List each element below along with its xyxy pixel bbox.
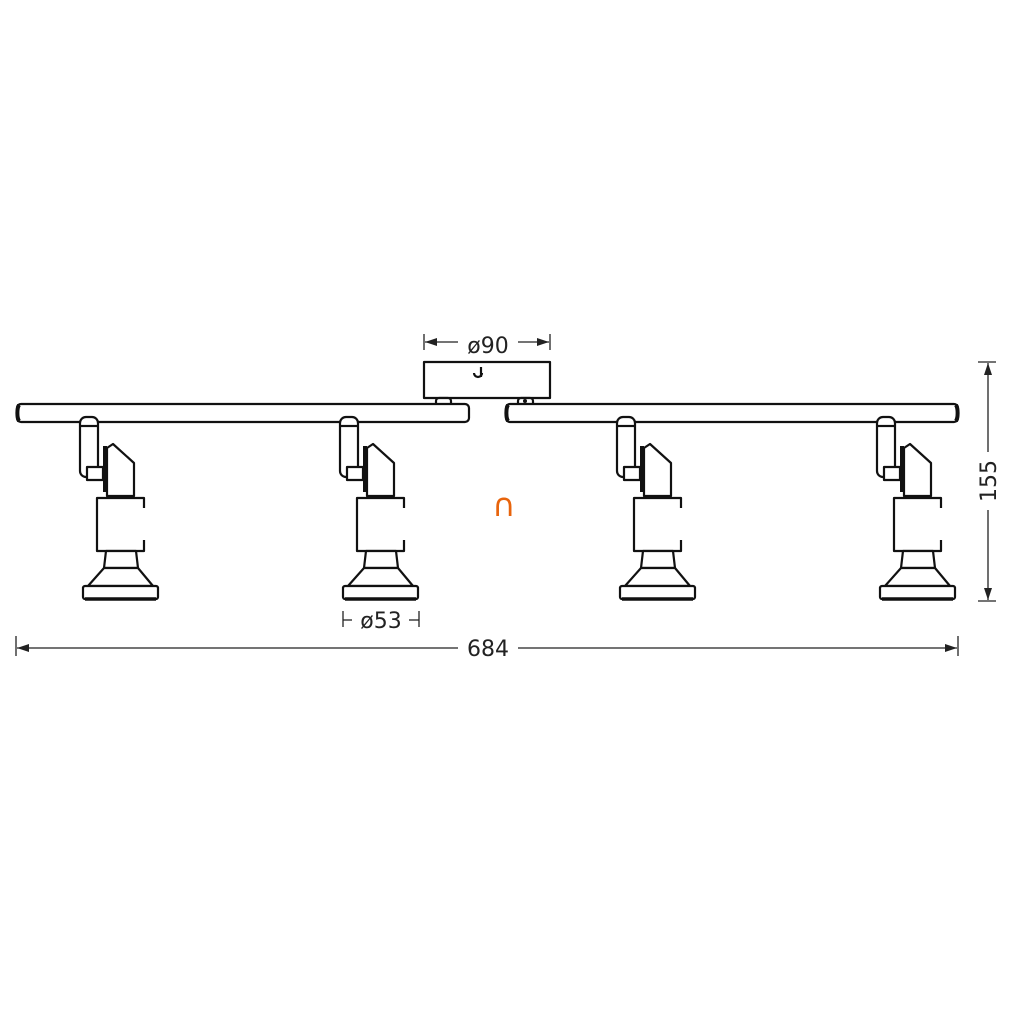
spotlight-3: [615, 415, 697, 601]
total-length-label: 684: [467, 637, 509, 662]
canopy: [422, 360, 552, 410]
height-dimension: 155: [977, 361, 1002, 602]
spotlight-2: [338, 415, 420, 601]
spotlight-1: [78, 415, 160, 601]
height-label: 155: [977, 460, 1002, 502]
canopy-diameter-label: ø90: [467, 334, 508, 359]
total-length-dimension: 684: [15, 636, 959, 662]
canopy-diameter-dimension: ø90: [423, 334, 551, 359]
spot-diameter-label: ø53: [360, 609, 401, 634]
orientation-mark: ∩: [492, 486, 515, 524]
spotlight-4: [875, 415, 957, 601]
spot-diameter-dimension: ø53: [342, 609, 420, 634]
